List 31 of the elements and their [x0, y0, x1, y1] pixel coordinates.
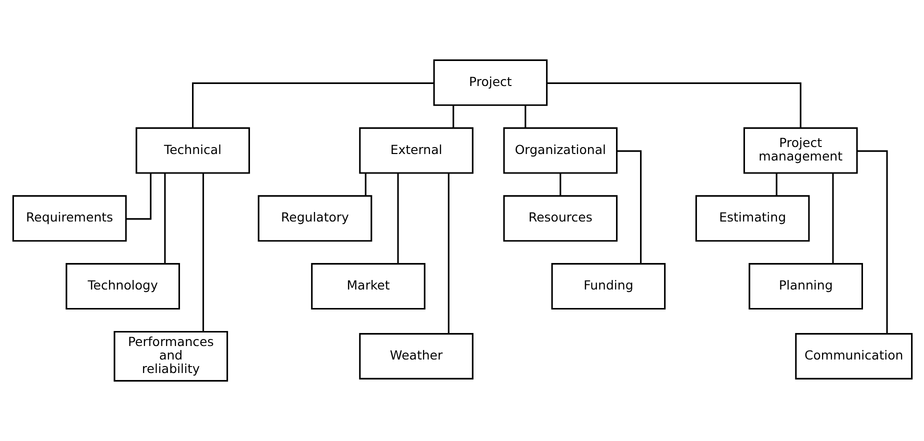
connector [192, 82, 434, 128]
connector [775, 173, 777, 196]
node-box: Project management [742, 127, 858, 174]
connector [856, 150, 888, 334]
connector [202, 173, 204, 332]
node-box: Project [432, 59, 548, 106]
node-box: Market [310, 263, 425, 310]
connector [524, 105, 526, 128]
node-box: Regulatory [257, 195, 372, 242]
node-box: Planning [748, 263, 862, 310]
node-box: Estimating [694, 195, 810, 242]
node-box: Requirements [12, 195, 126, 242]
node-box: External [358, 127, 473, 174]
connector [546, 82, 801, 128]
node-box: Technical [135, 127, 250, 174]
connector [559, 173, 561, 196]
node-box: Funding [550, 263, 666, 310]
connector [447, 173, 449, 334]
connector [396, 173, 398, 264]
connector [164, 173, 166, 264]
connector [364, 173, 366, 196]
connector [452, 105, 454, 128]
node-box: Weather [358, 333, 473, 380]
node-box: Organizational [502, 127, 618, 174]
connector [832, 173, 834, 264]
node-box: Communication [794, 333, 912, 380]
connector [126, 173, 151, 220]
node-box: Resources [502, 195, 618, 242]
connector [616, 150, 642, 264]
node-box: Performances and reliability [113, 330, 228, 382]
node-box: Technology [65, 263, 180, 310]
